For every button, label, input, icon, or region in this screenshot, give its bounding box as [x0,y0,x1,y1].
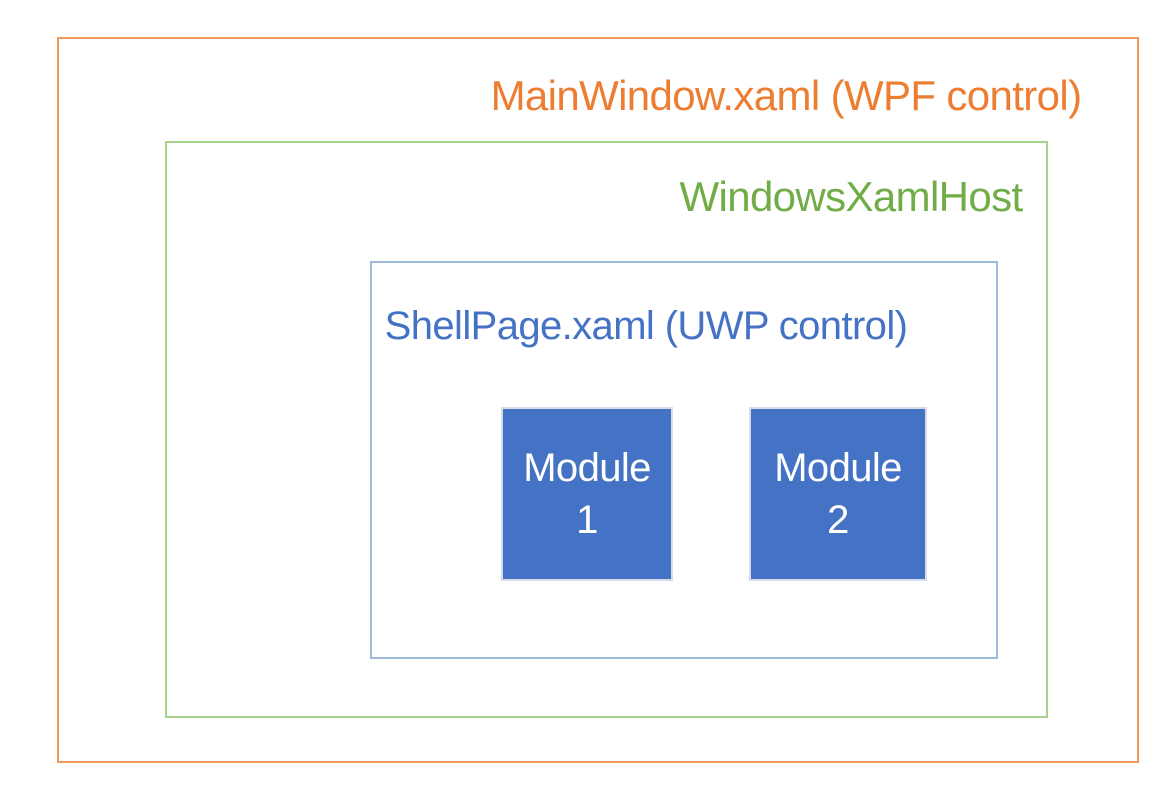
shellpage-uwp-box: ShellPage.xaml (UWP control) Module 1 Mo… [370,261,998,659]
shellpage-uwp-label: ShellPage.xaml (UWP control) [384,304,908,348]
module-2-label-line1: Module [774,446,902,490]
module-1-box: Module 1 [501,407,673,581]
windowsxamlhost-box: WindowsXamlHost ShellPage.xaml (UWP cont… [165,141,1048,718]
windowsxamlhost-label: WindowsXamlHost [679,172,1024,220]
module-2-label-line2: 2 [827,498,849,542]
module-2-box: Module 2 [749,407,927,581]
module-1-label-line2: 1 [576,498,598,542]
mainwindow-wpf-label: MainWindow.xaml (WPF control) [490,71,1082,119]
mainwindow-wpf-box: MainWindow.xaml (WPF control) WindowsXam… [57,37,1139,763]
module-1-label-line1: Module [523,446,651,490]
